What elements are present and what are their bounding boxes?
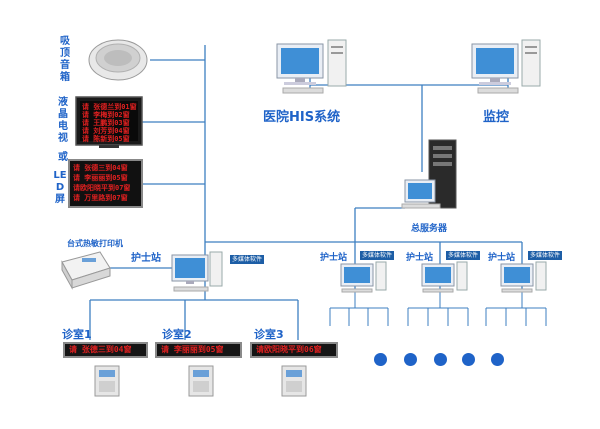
lcd-row: 请 刘芳到04窗 xyxy=(82,127,130,135)
room-led-display: 请欧阳晓平到06窗 xyxy=(250,342,338,358)
server-label: 总服务器 xyxy=(411,224,448,234)
station-computer-icon-2 xyxy=(421,261,468,293)
nurse-station-label: 护士站 xyxy=(406,253,434,263)
his-label: 医院HIS系统 xyxy=(263,110,341,125)
room-terminal-icon-1 xyxy=(94,365,120,397)
more-dot xyxy=(491,353,504,366)
nurse-main-label: 护士站 xyxy=(131,253,161,264)
lcd-row: 请 陈新到05窗 xyxy=(82,135,130,143)
led-row: 请 李丽丽到05窗 xyxy=(73,174,128,182)
monitor-computer-icon xyxy=(471,39,541,94)
monitor-label: 监控 xyxy=(483,110,510,125)
station-software-tag: 多媒体软件 xyxy=(528,251,563,260)
lcd-tv-label: 液晶电视 xyxy=(58,97,68,144)
station-software-tag: 多媒体软件 xyxy=(360,251,395,260)
led-screen-label: LED屏 xyxy=(53,170,67,205)
speaker-label: 吸顶音箱 xyxy=(60,36,70,83)
led-row: 请 万里路到07窗 xyxy=(73,194,128,202)
more-dot xyxy=(434,353,447,366)
nurse-station-label: 护士站 xyxy=(488,253,516,263)
nurse-main-computer-icon xyxy=(171,251,223,292)
room-terminal-icon-3 xyxy=(281,365,307,397)
lcd-tv-icon xyxy=(75,96,143,148)
led-screen-icon xyxy=(68,159,143,208)
nurse-station-label: 护士站 xyxy=(320,253,348,263)
led-row: 请 张德三到04窗 xyxy=(73,164,128,172)
lcd-row: 请 王鹏到03窗 xyxy=(82,119,130,127)
more-dot xyxy=(374,353,387,366)
more-dot xyxy=(462,353,475,366)
lcd-row: 请 李梅到02窗 xyxy=(82,111,130,119)
printer-icon xyxy=(61,251,111,290)
room-label: 诊室1 xyxy=(62,328,92,341)
speaker-icon xyxy=(88,39,148,81)
printer-label: 台式热敏打印机 xyxy=(67,239,123,248)
or-label: 或 xyxy=(58,152,68,163)
station-computer-icon-3 xyxy=(500,261,547,293)
room-label: 诊室3 xyxy=(254,328,284,341)
his-computer-icon xyxy=(276,39,347,94)
lcd-row: 请 张德兰到01窗 xyxy=(82,103,137,111)
station-computer-icon-1 xyxy=(340,261,387,293)
room-terminal-icon-2 xyxy=(188,365,214,397)
station-software-tag: 多媒体软件 xyxy=(446,251,481,260)
more-dot xyxy=(404,353,417,366)
nurse-main-software-tag: 多媒体软件 xyxy=(230,255,265,264)
room-label: 诊室2 xyxy=(162,328,192,341)
room-led-display: 请 李丽丽到05窗 xyxy=(155,342,242,358)
room-led-display: 请 张德三到04窗 xyxy=(63,342,148,358)
server-icon xyxy=(401,139,457,209)
led-row: 请欧阳晓平到07窗 xyxy=(73,184,131,192)
